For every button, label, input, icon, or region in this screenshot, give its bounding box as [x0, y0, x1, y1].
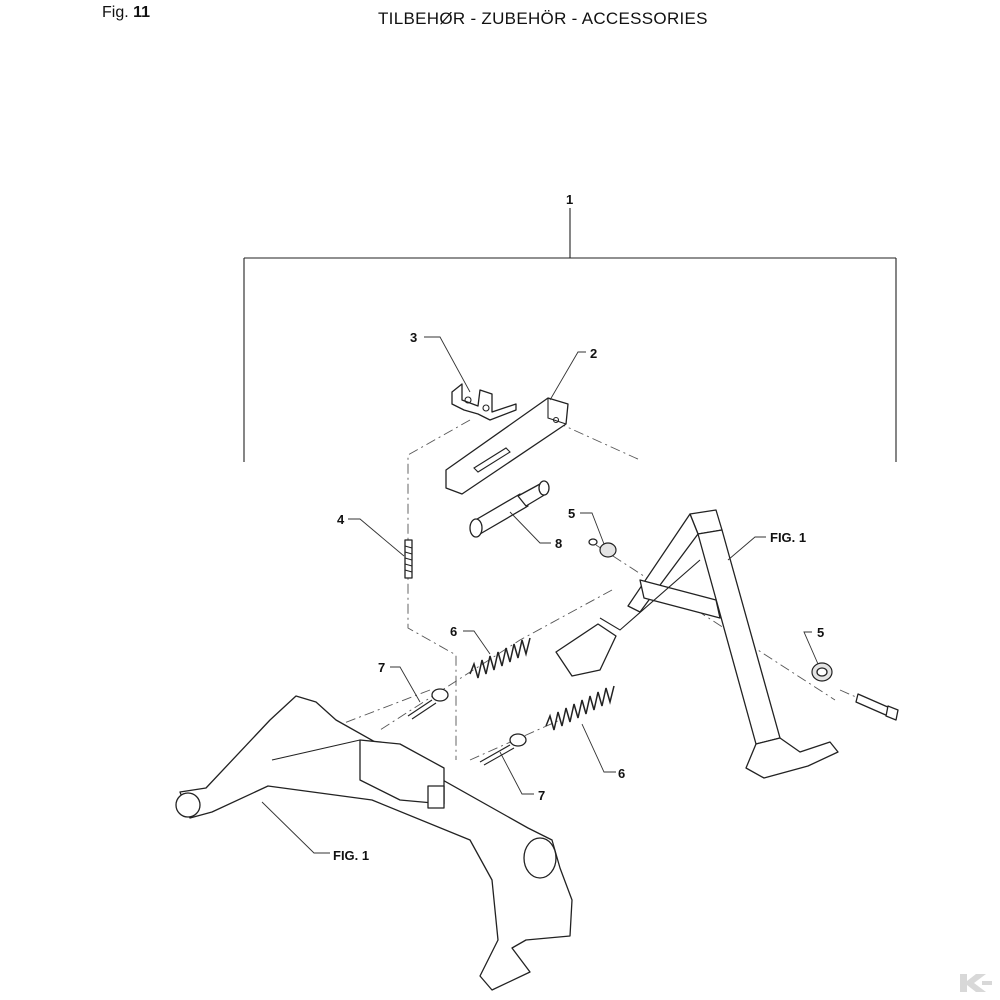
part-4-bolt	[404, 539, 413, 579]
part-6-spring-lower	[545, 685, 615, 731]
part-5-nut-lower	[811, 662, 833, 682]
left-base-frame	[175, 695, 573, 991]
alignment-lines	[299, 419, 891, 761]
part-5-nut-upper	[588, 538, 617, 558]
callout-5-upper: 5	[568, 506, 575, 521]
k-logo-icon	[960, 974, 992, 992]
part-2-slotted-arm	[445, 397, 569, 495]
part-6-spring-upper	[469, 637, 531, 679]
callout-4: 4	[337, 512, 345, 527]
callout-1: 1	[566, 192, 573, 207]
callout-7-upper: 7	[378, 660, 385, 675]
part-7-eyebolt-lower	[479, 733, 527, 766]
part-3-bracket	[451, 383, 517, 421]
leader-lines	[261, 336, 819, 854]
page-title: TILBEHØR - ZUBEHÖR - ACCESSORIES	[378, 9, 708, 28]
figure-number-value: 11	[133, 4, 151, 21]
long-bolt	[855, 693, 899, 721]
figure-prefix: Fig.	[102, 4, 129, 21]
callout-fig1-left: FIG. 1	[333, 848, 369, 863]
right-a-frame	[555, 509, 839, 779]
callout-fig1-right: FIG. 1	[770, 530, 806, 545]
part-7-eyebolt-upper	[407, 688, 449, 720]
callout-6-lower: 6	[618, 766, 625, 781]
callout-7-lower: 7	[538, 788, 545, 803]
callout-5-lower: 5	[817, 625, 824, 640]
figure-number: Fig. 11	[102, 4, 150, 22]
callout-8: 8	[555, 536, 562, 551]
callout-3: 3	[410, 330, 417, 345]
part-8-damper	[469, 480, 550, 538]
callout-6-upper: 6	[450, 624, 457, 639]
callout-2: 2	[590, 346, 597, 361]
assembly-bracket	[243, 208, 897, 462]
